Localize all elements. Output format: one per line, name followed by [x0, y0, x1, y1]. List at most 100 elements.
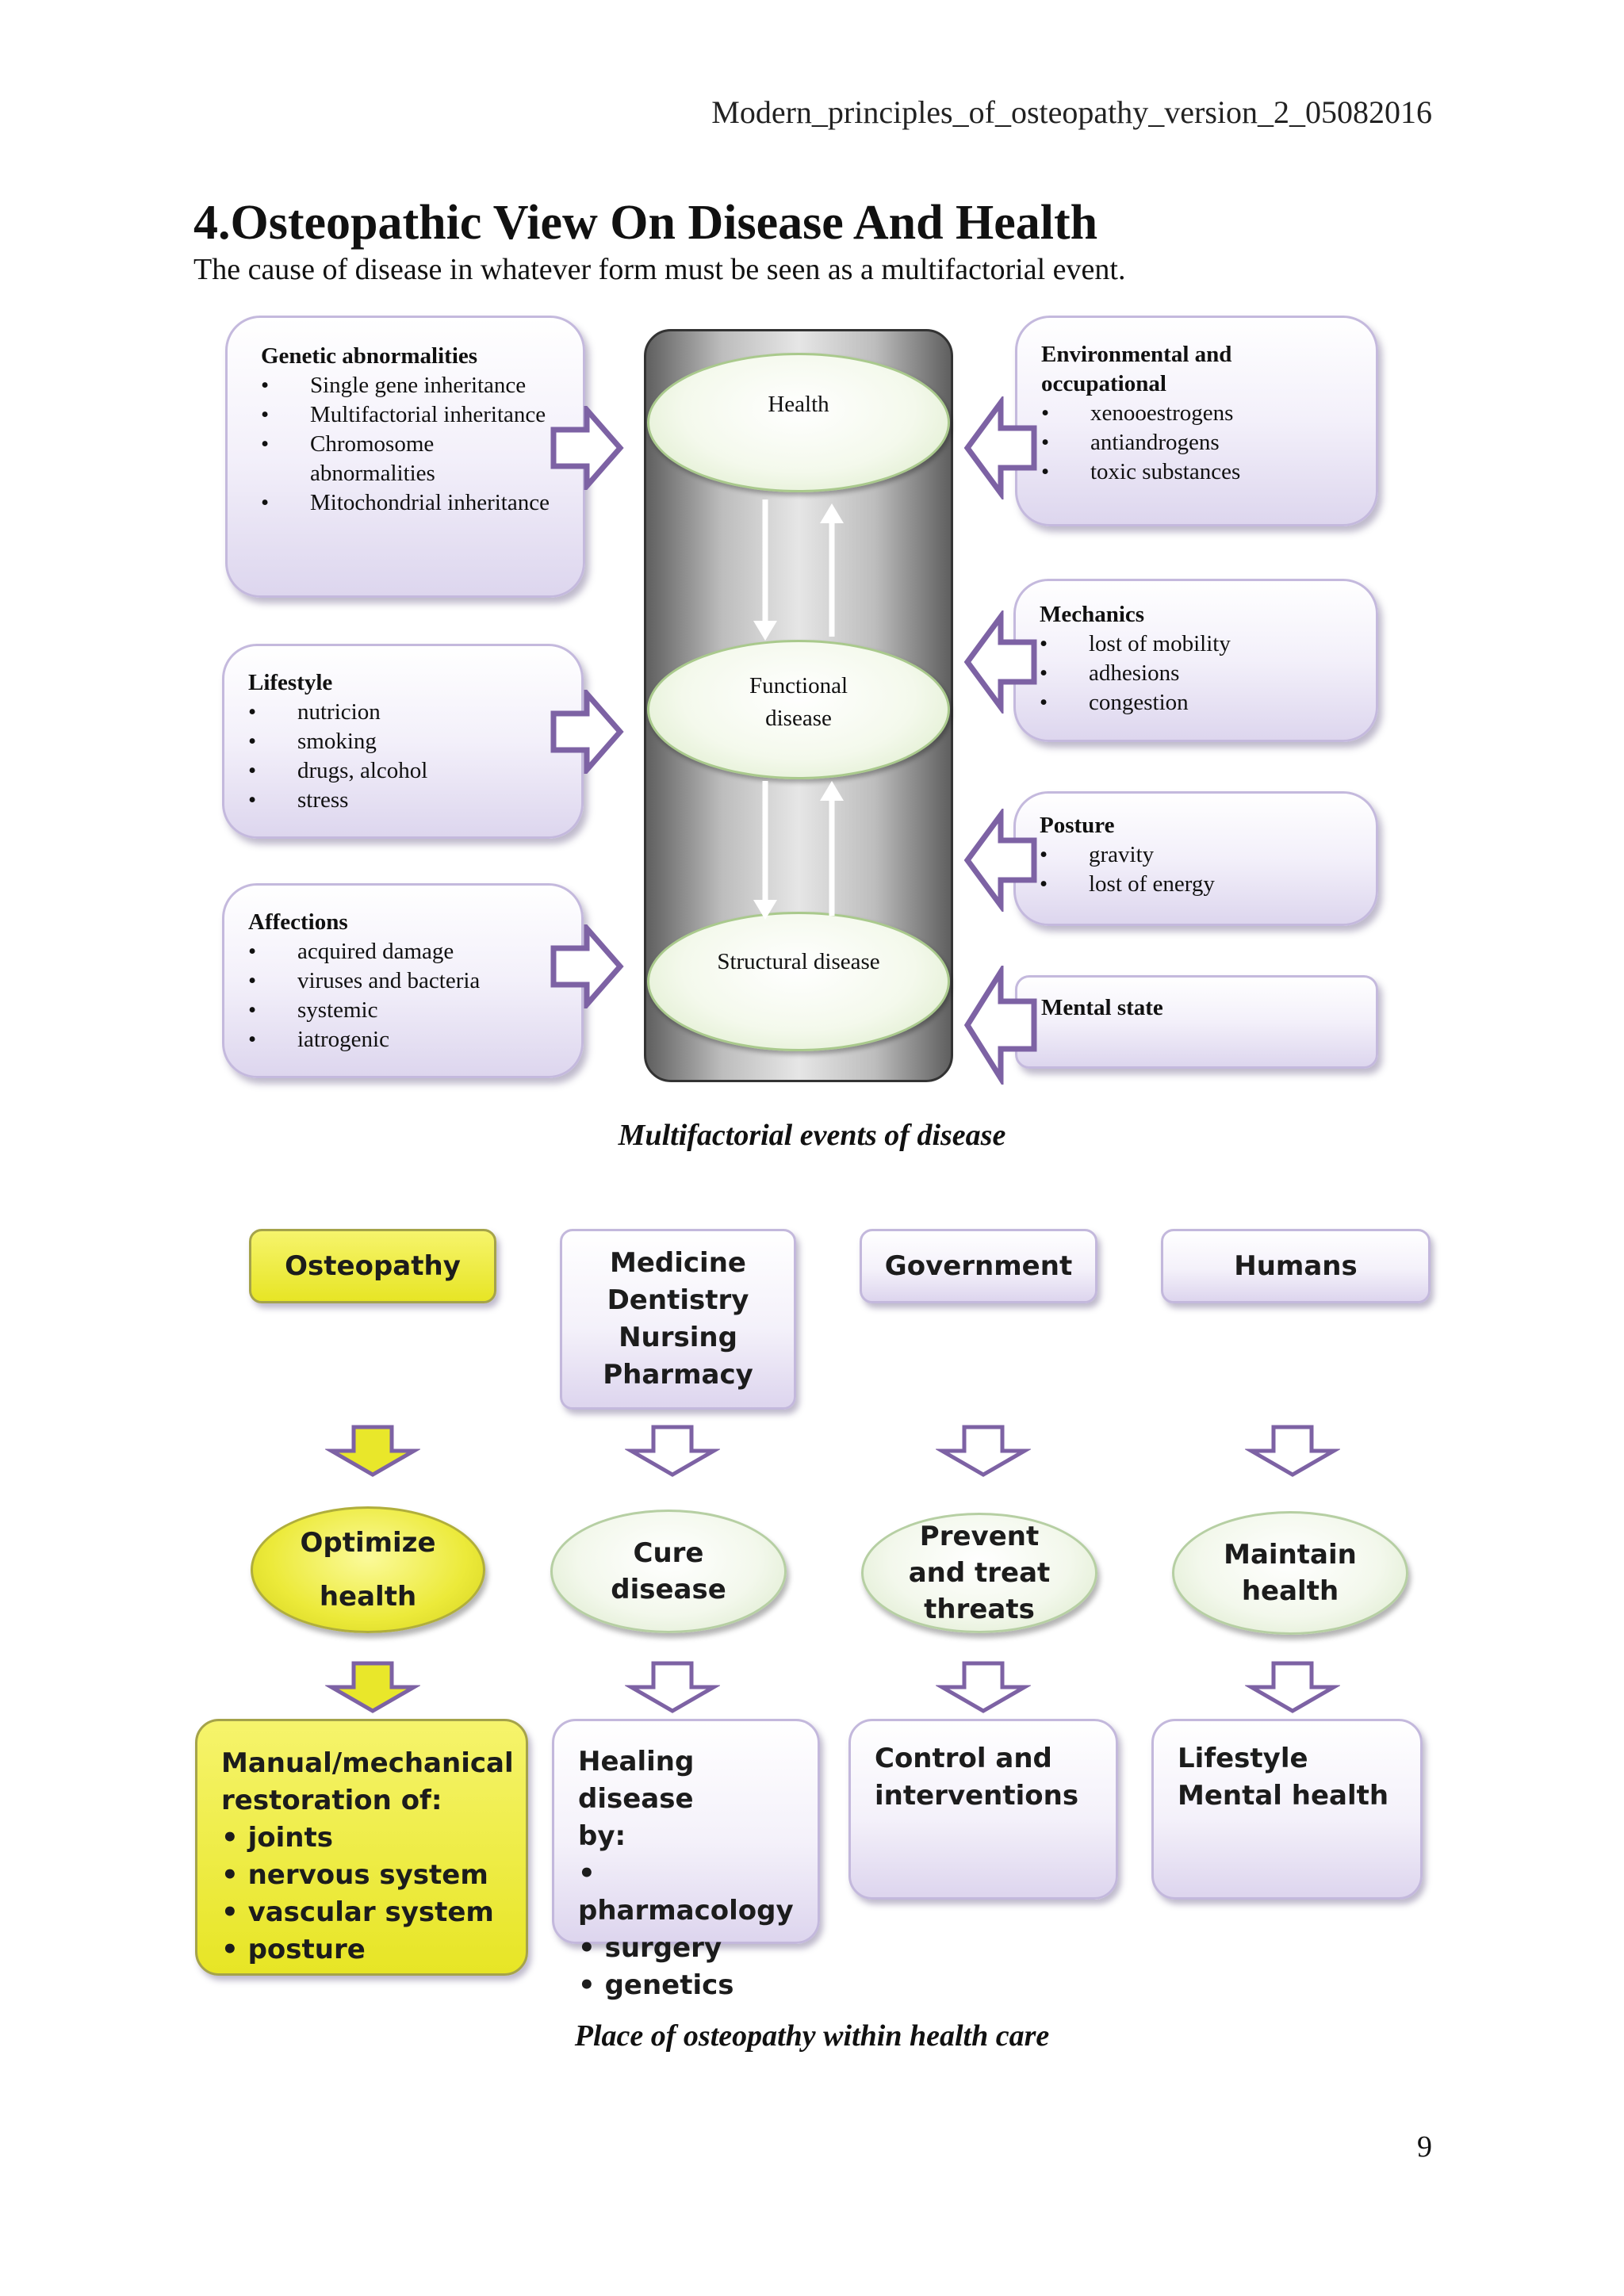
figure1-caption: Multifactorial events of disease [618, 1119, 1006, 1152]
factor-item: Single gene inheritance [261, 371, 559, 400]
sector-label: Nursing [619, 1322, 737, 1353]
factor-box-posture: Posture gravity lost of energy [1013, 791, 1378, 926]
down-arrow-icon [325, 1661, 420, 1713]
sector-box-osteopathy: Osteopathy [249, 1229, 496, 1303]
down-arrow-icon [325, 1425, 420, 1477]
factor-item: Mitochondrial inheritance [261, 488, 559, 518]
goal-label: Optimize [300, 1527, 436, 1559]
down-arrow-icon [936, 1661, 1031, 1713]
block-arrow-right-icon [550, 406, 624, 490]
factor-item: stress [248, 786, 557, 815]
desc-line: Manual/mechanical [221, 1747, 514, 1779]
desc-item: nervous system [221, 1857, 502, 1894]
structural-disease-label: Structural disease [717, 949, 880, 974]
sector-label: Pharmacy [603, 1359, 753, 1391]
desc-line: Lifestyle [1178, 1743, 1308, 1774]
desc-box-humans: Lifestyle Mental health [1151, 1719, 1423, 1900]
goal-label: disease [611, 1574, 726, 1605]
factor-item: antiandrogens [1041, 428, 1352, 457]
goal-label: Maintain [1224, 1539, 1357, 1571]
factor-item: Chromosome abnormalities [261, 430, 559, 488]
desc-item: posture [221, 1931, 502, 1969]
desc-box-medicine: Healing disease by: pharmacology surgery… [552, 1719, 820, 2001]
factor-title: Mechanics [1040, 602, 1145, 627]
factor-title: Mental state [1041, 995, 1163, 1020]
structural-disease-ellipse: Structural disease [647, 912, 950, 1051]
figure2-caption: Place of osteopathy within health care [574, 2019, 1050, 2053]
sector-label: Government [884, 1249, 1073, 1282]
goal-label: Prevent [919, 1521, 1040, 1552]
block-arrow-left-icon [963, 966, 1037, 1085]
down-arrow-icon [1245, 1425, 1340, 1477]
up-arrow-icon [820, 503, 844, 637]
block-arrow-left-icon [963, 809, 1037, 912]
goal-label: health [319, 1581, 417, 1613]
factor-item: iatrogenic [248, 1025, 557, 1054]
block-arrow-right-icon [550, 924, 624, 1008]
block-arrow-left-icon [963, 610, 1037, 714]
sector-box-medicine: Medicine Dentistry Nursing Pharmacy [560, 1229, 796, 1410]
health-ellipse: Health [647, 353, 950, 492]
sector-label: Dentistry [607, 1284, 749, 1316]
goal-label: Cure [633, 1537, 704, 1569]
up-arrow-icon [820, 781, 844, 916]
factor-box-mental-state: Mental state [1015, 975, 1378, 1069]
sector-label: Osteopathy [285, 1249, 461, 1282]
sector-box-government: Government [860, 1229, 1097, 1303]
factor-item: acquired damage [248, 937, 557, 966]
factor-item: gravity [1040, 840, 1352, 870]
page-number: 9 [1417, 2130, 1432, 2164]
desc-line: Control and [875, 1743, 1052, 1774]
goal-cure-disease: Cure disease [550, 1510, 787, 1633]
goal-optimize-health: Optimize health [251, 1506, 485, 1633]
factor-item: nutricion [248, 698, 557, 727]
down-arrow-icon [625, 1425, 720, 1477]
factor-item: xenooestrogens [1041, 399, 1352, 428]
goal-prevent-threats: Prevent and treat threats [861, 1513, 1097, 1633]
factor-item: systemic [248, 996, 557, 1025]
down-arrow-icon [625, 1661, 720, 1713]
factor-item: smoking [248, 727, 557, 756]
sector-label: Medicine [610, 1247, 746, 1279]
factor-item: toxic substances [1041, 457, 1352, 487]
desc-item: genetics [578, 1967, 794, 2004]
sector-box-humans: Humans [1161, 1229, 1431, 1303]
factor-box-lifestyle: Lifestyle nutricion smoking drugs, alcoh… [222, 644, 584, 839]
desc-box-osteopathy: Manual/mechanical restoration of: joints… [195, 1719, 528, 1976]
block-arrow-right-icon [550, 690, 624, 774]
running-header: Modern_principles_of_osteopathy_version_… [711, 94, 1432, 130]
desc-item: vascular system [221, 1894, 502, 1931]
desc-box-government: Control and interventions [848, 1719, 1118, 1900]
factor-title: Posture [1040, 813, 1115, 838]
factor-item: Multifactorial inheritance [261, 400, 559, 430]
section-title: 4.Osteopathic View On Disease And Health [193, 196, 1098, 250]
down-arrow-icon [936, 1425, 1031, 1477]
factor-title: Environmental and occupational [1041, 342, 1232, 396]
desc-item: joints [221, 1820, 502, 1857]
factor-box-mechanics: Mechanics lost of mobility adhesions con… [1013, 579, 1378, 742]
goal-maintain-health: Maintain health [1172, 1511, 1408, 1635]
factor-box-affections: Affections acquired damage viruses and b… [222, 883, 584, 1078]
factor-item: adhesions [1040, 659, 1352, 688]
factor-item: drugs, alcohol [248, 756, 557, 786]
desc-item: pharmacology [578, 1855, 794, 1930]
factor-item: lost of energy [1040, 870, 1352, 899]
factor-box-environmental: Environmental and occupational xenooestr… [1015, 316, 1378, 526]
goal-label: threats [924, 1594, 1035, 1625]
section-intro: The cause of disease in whatever form mu… [193, 253, 1126, 286]
factor-title: Lifestyle [248, 670, 333, 695]
down-arrow-icon [1245, 1661, 1340, 1713]
factor-item: viruses and bacteria [248, 966, 557, 996]
factor-item: congestion [1040, 688, 1352, 718]
factor-box-genetic: Genetic abnormalities Single gene inheri… [225, 316, 585, 598]
factor-item: lost of mobility [1040, 629, 1352, 659]
state-transition-arrows [753, 499, 844, 920]
desc-line: Healing disease [578, 1746, 695, 1815]
sector-label: Humans [1234, 1249, 1358, 1282]
down-arrow-icon [753, 781, 777, 920]
desc-line: Mental health [1178, 1780, 1389, 1812]
down-arrow-icon [753, 499, 777, 641]
factor-title: Genetic abnormalities [261, 343, 478, 369]
